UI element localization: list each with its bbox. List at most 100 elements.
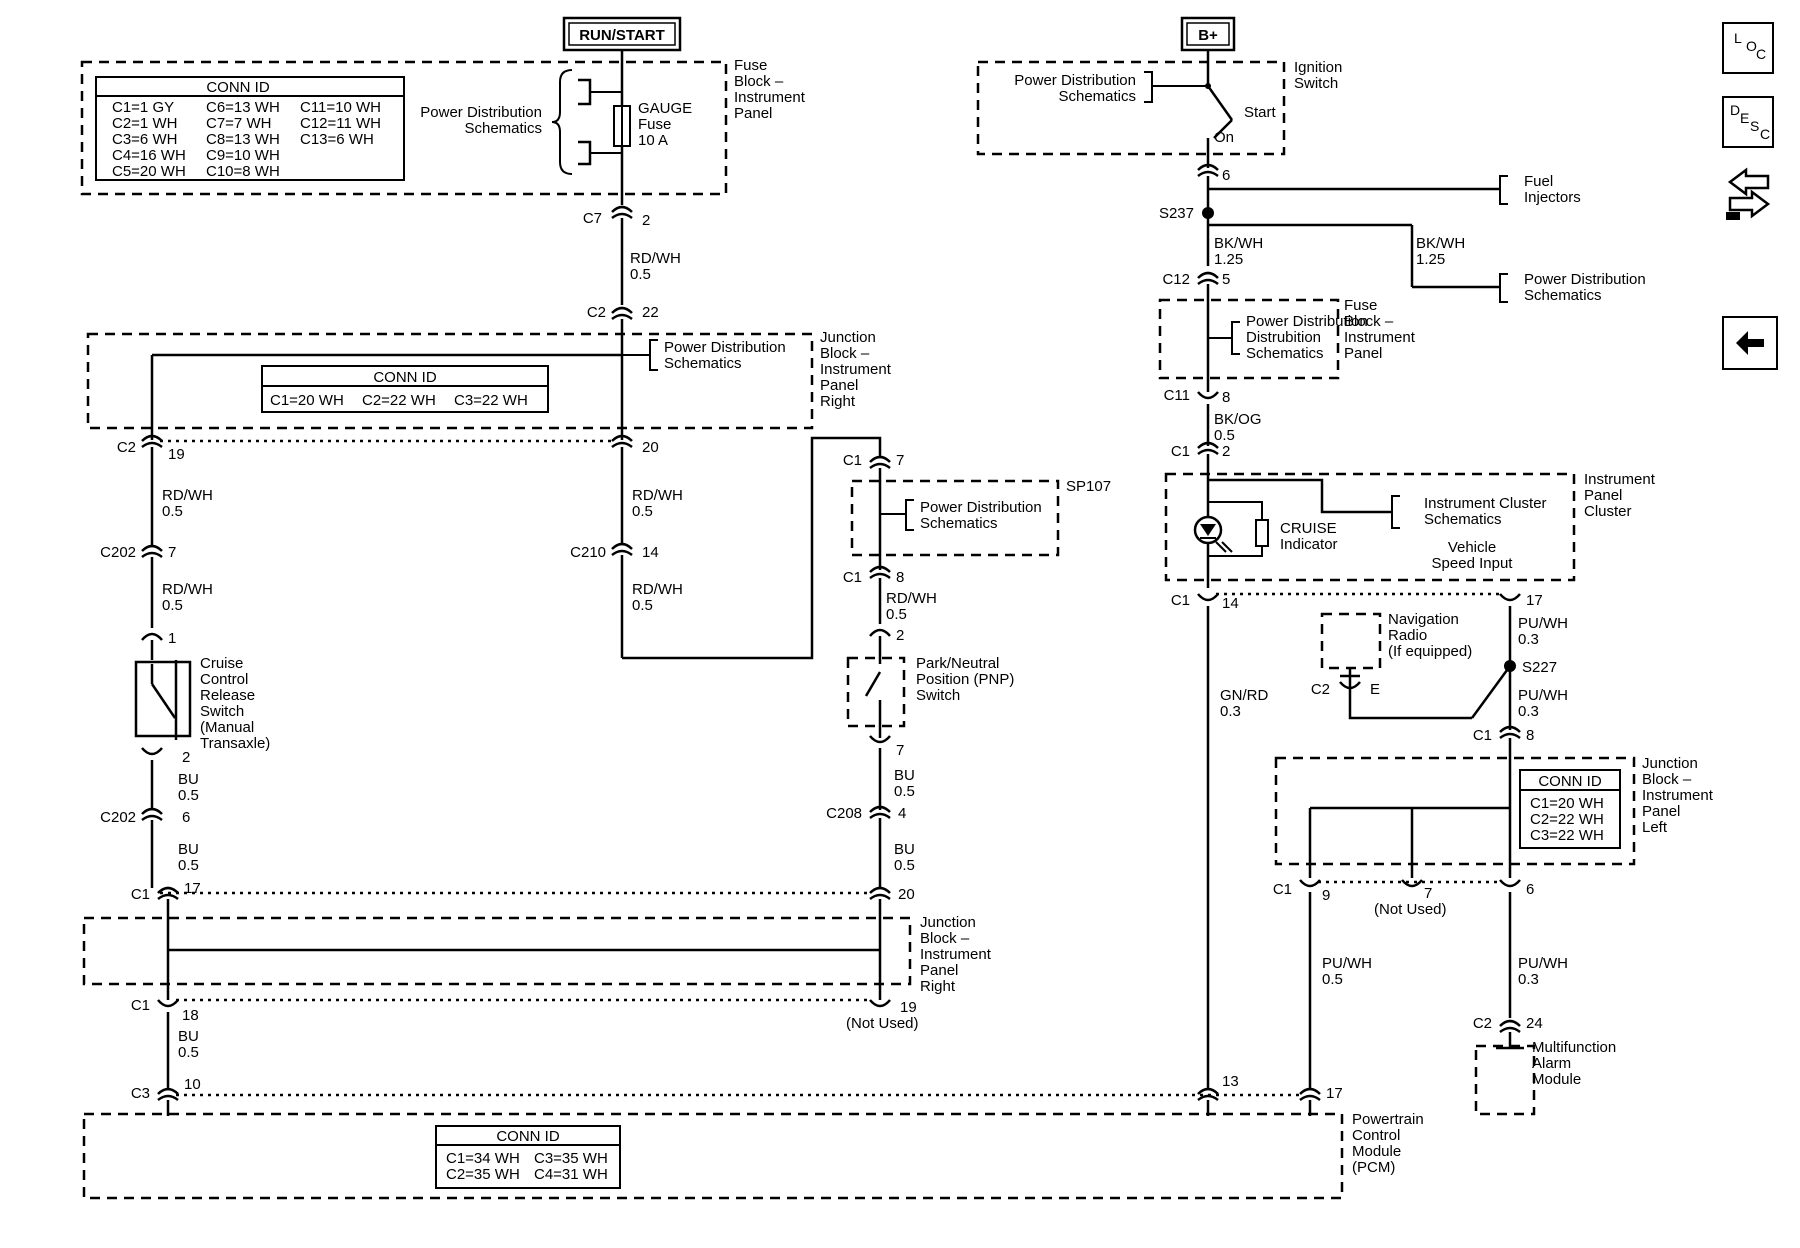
svg-text:C202: C202 <box>100 809 136 826</box>
svg-text:(PCM): (PCM) <box>1352 1159 1395 1176</box>
svg-text:C1: C1 <box>131 997 150 1014</box>
svg-text:C4=31 WH: C4=31 WH <box>534 1166 608 1183</box>
svg-text:BU: BU <box>894 767 915 784</box>
svg-text:Power Distribution: Power Distribution <box>1524 271 1646 288</box>
svg-text:C11=10 WH: C11=10 WH <box>300 99 381 116</box>
svg-text:C2: C2 <box>1473 1015 1492 1032</box>
loc-button[interactable]: L O C <box>1722 22 1774 74</box>
svg-text:17: 17 <box>1326 1085 1343 1102</box>
svg-text:Instrument: Instrument <box>1642 787 1714 804</box>
svg-text:Start: Start <box>1244 104 1277 121</box>
back-button[interactable] <box>1722 316 1778 370</box>
svg-text:Control: Control <box>1352 1127 1400 1144</box>
svg-text:Switch: Switch <box>916 687 960 704</box>
svg-text:C208: C208 <box>826 805 862 822</box>
svg-text:C13=6 WH: C13=6 WH <box>300 131 374 148</box>
ignition-switch-label: Ignition <box>1294 59 1342 76</box>
svg-text:20: 20 <box>898 886 915 903</box>
svg-text:14: 14 <box>1222 595 1239 612</box>
svg-text:PU/WH: PU/WH <box>1518 615 1568 632</box>
svg-text:C2: C2 <box>587 304 606 321</box>
svg-text:0.5: 0.5 <box>162 503 183 520</box>
svg-text:C9=10 WH: C9=10 WH <box>206 147 280 164</box>
desc-button[interactable]: D E S C <box>1722 96 1774 148</box>
jb-left-connid-table <box>1519 769 1621 849</box>
svg-text:RD/WH: RD/WH <box>630 250 681 267</box>
svg-text:Instrument Cluster: Instrument Cluster <box>1424 495 1547 512</box>
svg-text:Panel: Panel <box>1344 345 1382 362</box>
svg-text:C3=22 WH: C3=22 WH <box>1530 827 1604 844</box>
svg-text:0.5: 0.5 <box>894 783 915 800</box>
bplus-label: B+ <box>1198 27 1218 44</box>
svg-text:0.3: 0.3 <box>1220 703 1241 720</box>
svg-text:24: 24 <box>1526 1015 1543 1032</box>
svg-text:(If equipped): (If equipped) <box>1388 643 1472 660</box>
svg-text:C10=8 WH: C10=8 WH <box>206 163 280 180</box>
svg-text:PU/WH: PU/WH <box>1518 687 1568 704</box>
svg-text:S227: S227 <box>1522 659 1557 676</box>
svg-text:Injectors: Injectors <box>1524 189 1581 206</box>
svg-text:C3=6 WH: C3=6 WH <box>112 131 177 148</box>
junction-block-right-bottom <box>82 916 912 986</box>
svg-text:8: 8 <box>1222 389 1230 406</box>
svg-text:RD/WH: RD/WH <box>886 590 937 607</box>
svg-text:C2=22 WH: C2=22 WH <box>362 392 436 409</box>
svg-text:Schematics: Schematics <box>1524 287 1602 304</box>
junction-block-left-box <box>1274 756 1636 866</box>
svg-text:C2: C2 <box>1311 681 1330 698</box>
svg-text:0.5: 0.5 <box>894 857 915 874</box>
svg-text:Panel: Panel <box>1584 487 1622 504</box>
svg-text:0.5: 0.5 <box>178 857 199 874</box>
svg-text:0.5: 0.5 <box>1322 971 1343 988</box>
svg-text:Cruise: Cruise <box>200 655 243 672</box>
pnp-switch-box <box>846 656 906 728</box>
svg-text:17: 17 <box>1526 592 1543 609</box>
svg-text:BU: BU <box>178 771 199 788</box>
jb-right-connid-table <box>261 365 549 413</box>
fuse-block-connid-table <box>95 76 405 181</box>
svg-text:RD/WH: RD/WH <box>632 581 683 598</box>
svg-text:Right: Right <box>920 978 956 995</box>
pcm-label: Powertrain <box>1352 1111 1424 1128</box>
svg-text:Release: Release <box>200 687 255 704</box>
svg-text:17: 17 <box>184 880 201 897</box>
svg-text:C1: C1 <box>1273 881 1292 898</box>
svg-text:CONN ID: CONN ID <box>1538 773 1602 790</box>
svg-text:0.5: 0.5 <box>1214 427 1235 444</box>
svg-text:Position (PNP): Position (PNP) <box>916 671 1014 688</box>
svg-text:8: 8 <box>1526 727 1534 744</box>
connector-swap-icon[interactable] <box>1724 164 1774 224</box>
pcm-box <box>82 1112 1344 1200</box>
svg-text:Switch: Switch <box>1294 75 1338 92</box>
svg-text:Block –: Block – <box>920 930 970 947</box>
svg-text:On: On <box>1214 129 1234 146</box>
svg-text:C1: C1 <box>131 886 150 903</box>
svg-text:C12=11 WH: C12=11 WH <box>300 115 381 132</box>
svg-text:Power Distribution: Power Distribution <box>664 339 786 356</box>
svg-text:BK/OG: BK/OG <box>1214 411 1262 428</box>
svg-text:(Not Used): (Not Used) <box>1374 901 1447 918</box>
svg-text:Control: Control <box>200 671 248 688</box>
svg-text:19: 19 <box>168 446 185 463</box>
svg-text:Instrument: Instrument <box>1344 329 1416 346</box>
svg-text:6: 6 <box>1222 167 1230 184</box>
svg-text:18: 18 <box>182 1007 199 1024</box>
pcm-connid-table <box>435 1125 621 1189</box>
svg-text:Module: Module <box>1352 1143 1401 1160</box>
svg-text:Park/Neutral: Park/Neutral <box>916 655 999 672</box>
svg-text:RD/WH: RD/WH <box>162 581 213 598</box>
navigation-radio-box <box>1320 612 1382 670</box>
svg-text:BK/WH: BK/WH <box>1214 235 1263 252</box>
svg-text:Module: Module <box>1532 1071 1581 1088</box>
cruise-indicator-label: CRUISE <box>1280 520 1337 537</box>
svg-text:Panel: Panel <box>1642 803 1680 820</box>
svg-text:0.3: 0.3 <box>1518 631 1539 648</box>
svg-text:PU/WH: PU/WH <box>1518 955 1568 972</box>
svg-text:5: 5 <box>1222 271 1230 288</box>
svg-text:1.25: 1.25 <box>1416 251 1445 268</box>
svg-text:Block –: Block – <box>1344 313 1394 330</box>
arrow-left-icon <box>1736 331 1764 355</box>
sp107-label: SP107 <box>1066 478 1111 495</box>
svg-text:C202: C202 <box>100 544 136 561</box>
